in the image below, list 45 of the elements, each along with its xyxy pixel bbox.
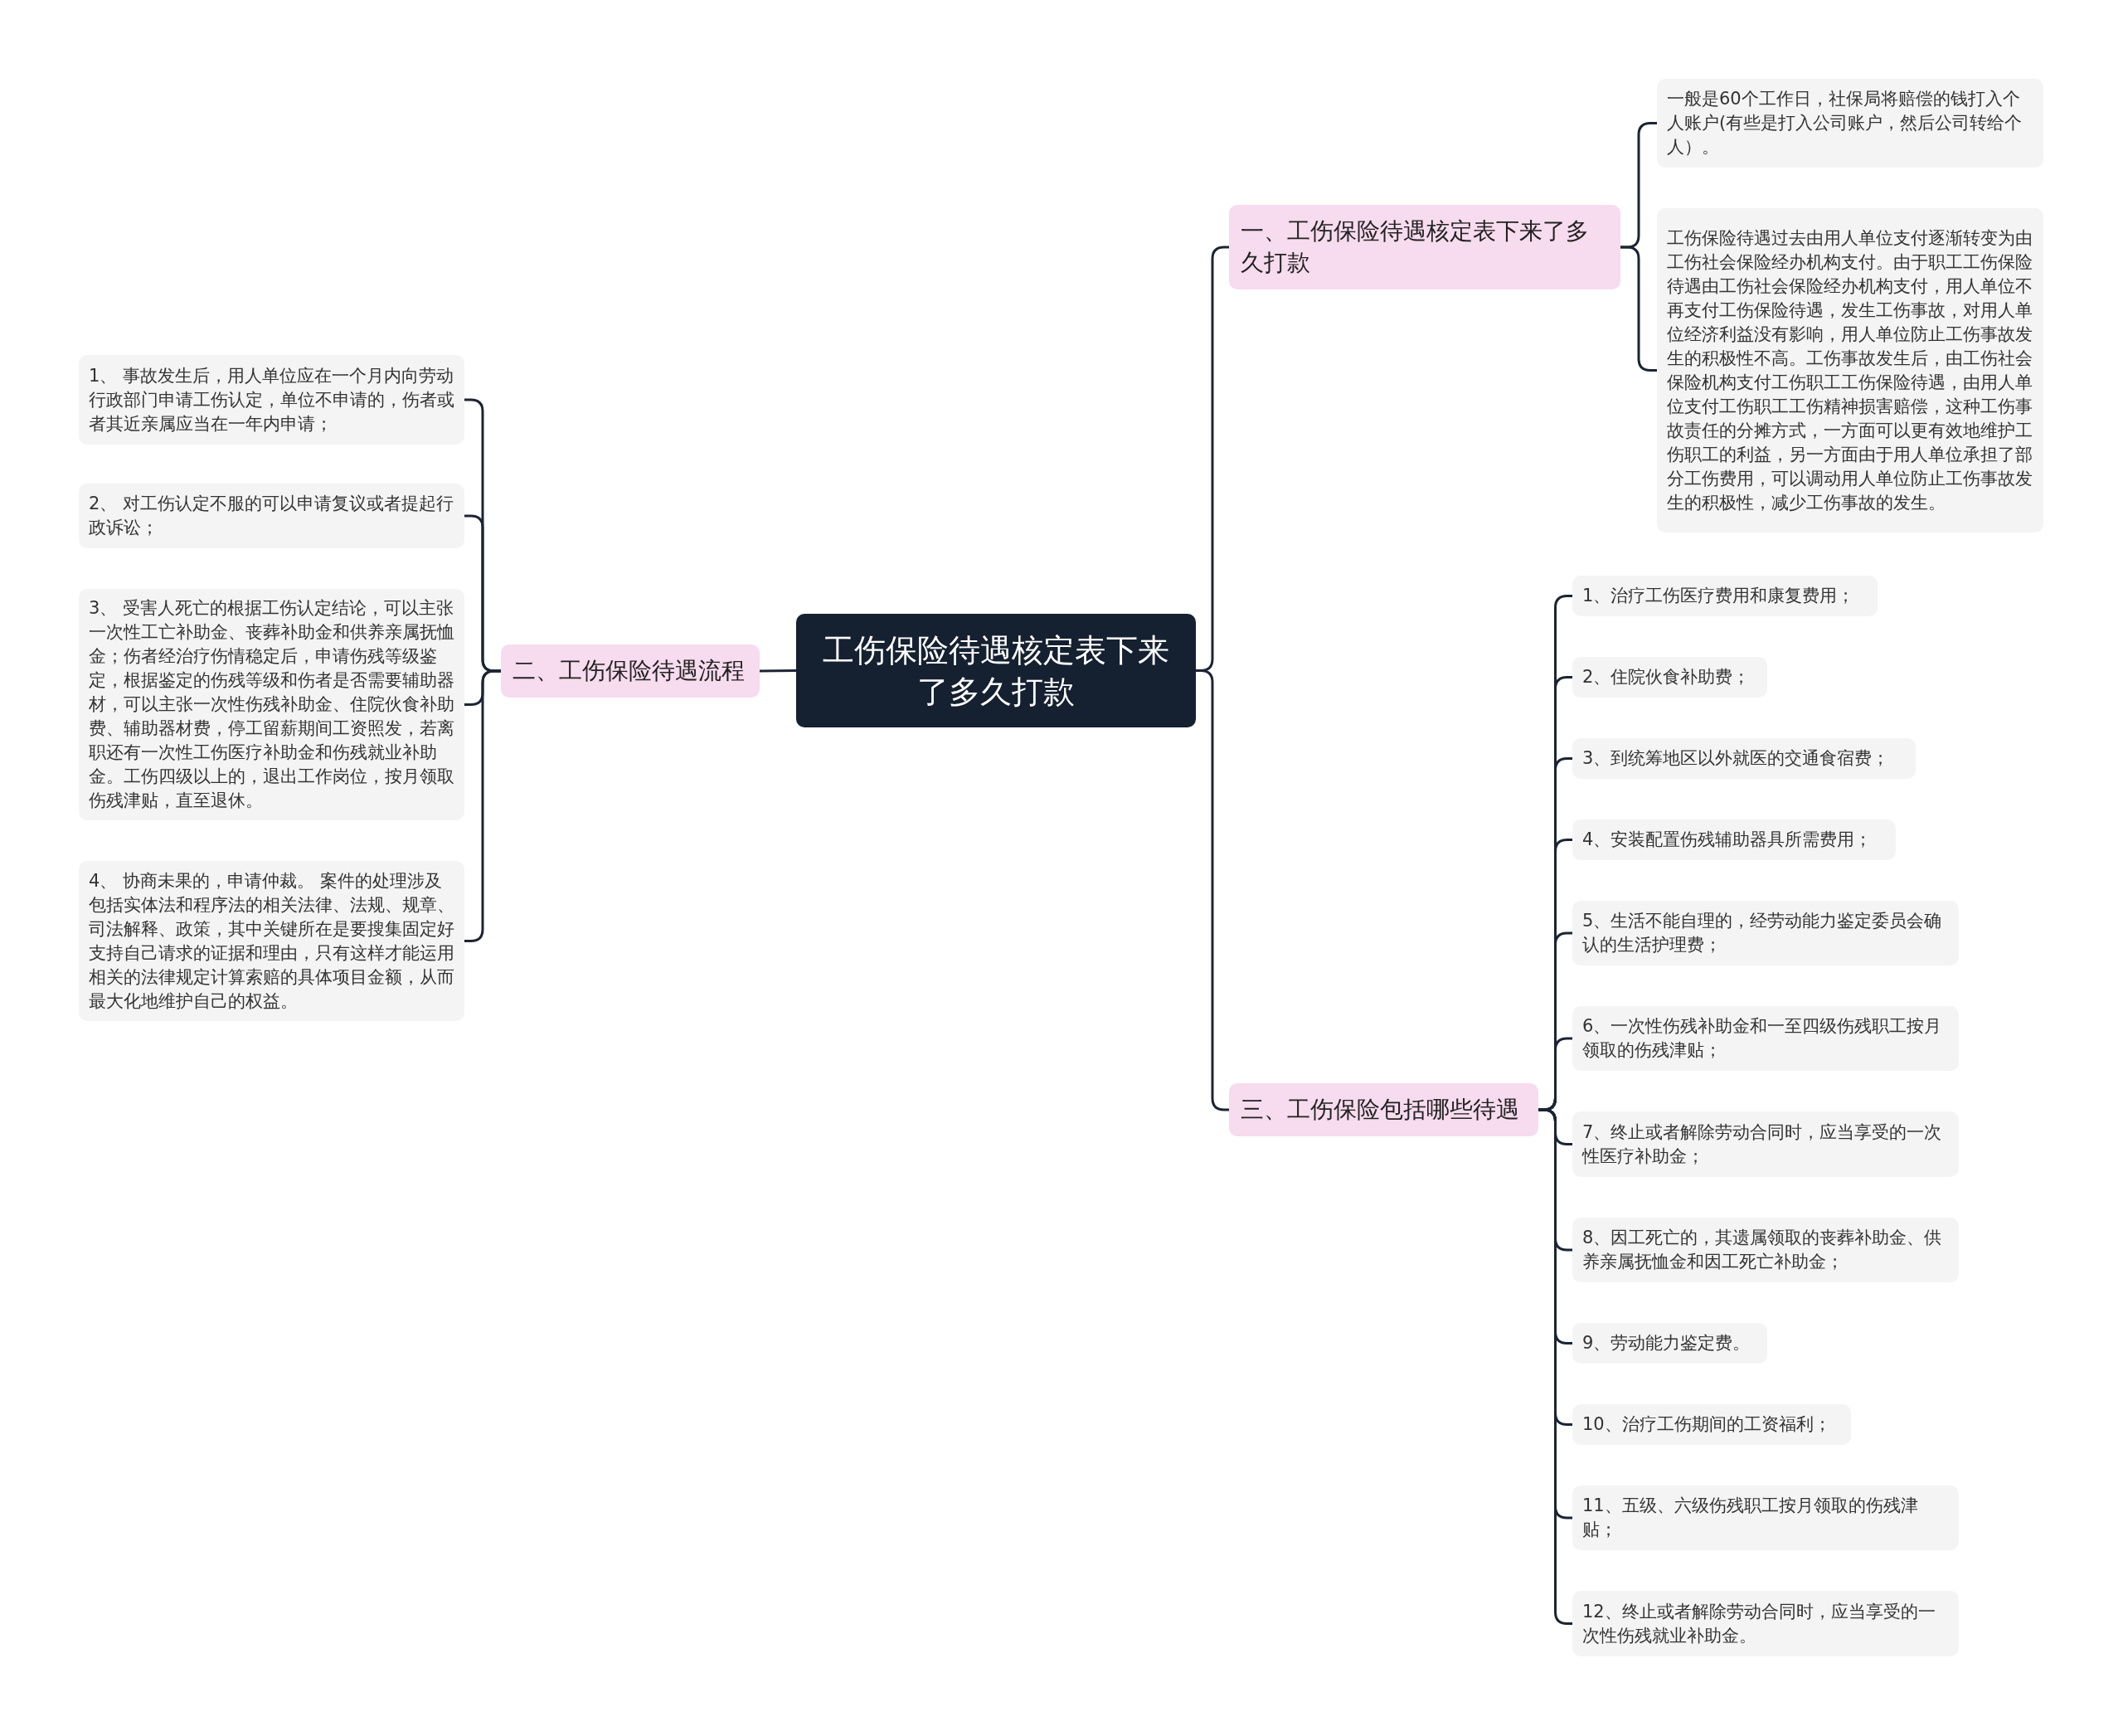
subtopic-box [1572,1404,1851,1445]
subtopic-text: 2、住院伙食补助费； [1582,666,1751,688]
subtopic-box [1572,1323,1767,1364]
branch-topic-text: 一、工伤保险待遇核定表下来了多久打款 [1241,216,1590,278]
subtopic-box [1572,657,1767,698]
subtopic-text: 5、生活不能自理的，经劳动能力鉴定委员会确认的生活护理费； [1582,910,1943,956]
subtopic-box [1572,1218,1959,1282]
subtopic-box [1572,819,1896,860]
subtopic-box [1572,1111,1959,1177]
subtopic-text: 4、 协商未果的，申请仲裁。 案件的处理涉及包括实体法和程序法的相关法律、法规、规章、司法解释、政策，其中关键所在是要搜集固定好支持自己请求的证据和理由，只有这样才能运用相关的法律规定计算索赔的具体项目金额，从而最大化地维护自己的权益。 [89,869,454,1013]
subtopic-text: 8、因工死亡的，其遗属领取的丧葬补助金、供养亲属抚恤金和因工死亡补助金； [1582,1227,1943,1273]
subtopic-text: 10、治疗工伤期间的工资福利； [1582,1413,1831,1436]
central-topic-box [796,614,1196,727]
branch-topic-text: 三、工伤保险包括哪些待遇 [1241,1095,1519,1125]
subtopic-text: 4、安装配置伤残辅助器具所需费用； [1582,829,1873,851]
subtopic-box [1572,901,1959,965]
subtopic-text: 3、到统筹地区以外就医的交通食宿费； [1582,747,1890,770]
subtopic-text: 6、一次性伤残补助金和一至四级伤残职工按月领取的伤残津贴； [1582,1015,1943,1062]
subtopic-box [79,484,464,548]
subtopic-text: 12、终止或者解除劳动合同时，应当享受的一次性伤残就业补助金。 [1582,1600,1936,1647]
subtopic-box [1657,79,2043,168]
connector-line [1620,246,1657,372]
subtopic-box [1657,208,2043,532]
connector-line [760,669,796,673]
subtopic-text: 3、 受害人死亡的根据工伤认定结论，可以主张一次性工亡补助金、丧葬补助金和供养亲属抚恤金；伤者经治疗伤情稳定后，申请伤残等级鉴定，根据鉴定的伤残等级和伤者是否需要辅助器材，可以主张一次性伤残补助金、住院伙食补助费、辅助器材费，停工留薪期间工资照发，若离职还有一次性工伤医疗补助金和伤残就业补助金。工伤四级以上的，退出工作岗位，按月领取伤残津贴，直至退休。 [89,597,454,812]
subtopic-text: 9、劳动能力鉴定费。 [1582,1332,1751,1354]
branch-topic-box [1229,205,1620,289]
connector-line [464,669,501,942]
subtopic-text: 工伤保险待遇过去由用人单位支付逐渐转变为由工伤社会保险经办机构支付。由于职工工伤保险待遇由工伤社会保险经办机构支付，用人单位不再支付工伤保险待遇，发生工伤事故，对用人单位经济利益没有影响，用人单位防止工伤事故发生的积极性不高。工伤事故发生后，由工伤社会保险机构支付工伤职工工伤保险待遇，由用人单位支付工伤职工工伤精神损害赔偿，这种工伤事故责任的分摊方式，一方面可以更有效地维护工伤职工的利益，另一方面由于用人单位承担了部分工伤费用，可以调动用人单位防止工伤事故发生的积极性，减少工伤事故的发生。 [1667,226,2033,514]
subtopic-box [1572,1486,1959,1550]
branch-topic-box [501,644,760,698]
subtopic-text: 2、 对工伤认定不服的可以申请复议或者提起行政诉讼； [89,493,454,539]
branch-topic-text: 二、工伤保险待遇流程 [513,656,745,686]
subtopic-text: 11、五级、六级伤残职工按月领取的伤残津贴； [1582,1495,1919,1541]
central-topic-text: 工伤保险待遇核定表下来了多久打款 [822,630,1170,712]
subtopic-text: 1、 事故发生后，用人单位应在一个月内向劳动行政部门申请工伤认定，单位不申请的，伤者或者其近亲属应当在一年内申请； [89,364,454,435]
subtopic-box [1572,1591,1959,1656]
subtopic-box [1572,1006,1959,1071]
subtopic-text: 1、治疗工伤医疗费用和康复费用； [1582,585,1855,607]
subtopic-text: 7、终止或者解除劳动合同时，应当享受的一次性医疗补助金； [1582,1121,1943,1168]
subtopic-box [1572,738,1916,779]
subtopic-box [79,355,464,445]
subtopic-box [1572,576,1878,616]
subtopic-text: 一般是60个工作日，社保局将赔偿的钱打入个人账户(有些是打入公司账户，然后公司转给个人）。 [1667,88,2023,158]
branch-topic-box [1229,1083,1538,1136]
